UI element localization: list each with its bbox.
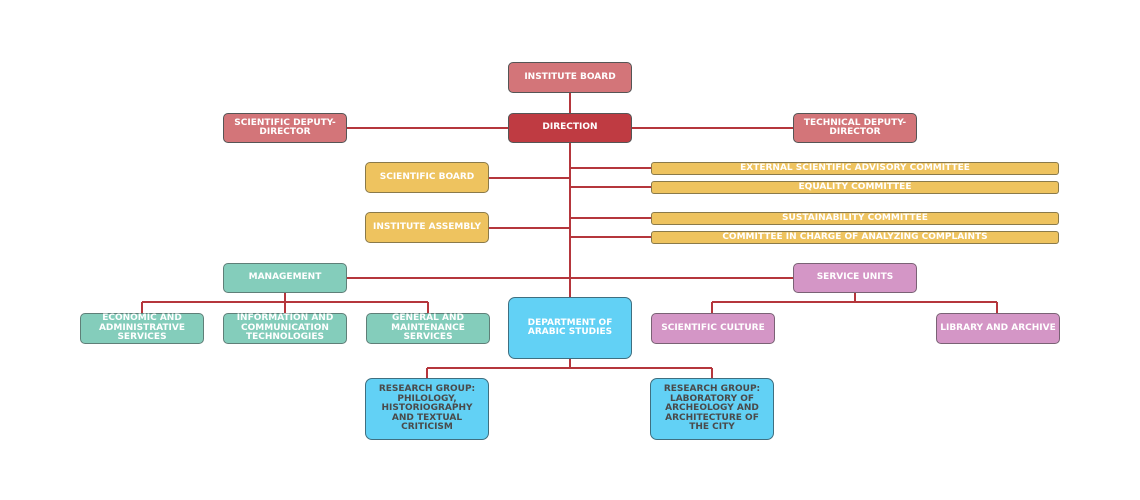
service-child-label: LIBRARY AND ARCHIVE <box>940 322 1056 333</box>
service-units-label: SERVICE UNITS <box>816 272 894 283</box>
committee-label: EQUALITY COMMITTEE <box>798 181 912 192</box>
direction-box: DIRECTION <box>508 113 632 143</box>
committee-bar: SUSTAINABILITY COMMITTEE <box>651 212 1059 225</box>
service-units-box: SERVICE UNITS <box>793 263 917 293</box>
research-group-box: RESEARCH GROUP: PHILOLOGY, HISTORIOGRAPH… <box>365 378 489 440</box>
technical-deputy-label: TECHNICAL DEPUTY-DIRECTOR <box>803 117 907 137</box>
service-child-box: SCIENTIFIC CULTURE <box>651 313 775 344</box>
management-child-box: ECONOMIC AND ADMINISTRATIVE SERVICES <box>80 313 204 344</box>
committee-label: EXTERNAL SCIENTIFIC ADVISORY COMMITTEE <box>740 162 970 173</box>
management-child-box: GENERAL AND MAINTENANCE SERVICES <box>366 313 490 344</box>
scientific-deputy-box: SCIENTIFIC DEPUTY-DIRECTOR <box>223 113 347 143</box>
committee-label: COMMITTEE IN CHARGE OF ANALYZING COMPLAI… <box>722 231 988 242</box>
institute-board-label: INSTITUTE BOARD <box>524 71 616 82</box>
direction-label: DIRECTION <box>542 122 598 133</box>
research-group-label: RESEARCH GROUP: LABORATORY OF ARCHEOLOGY… <box>663 384 761 433</box>
research-group-box: RESEARCH GROUP: LABORATORY OF ARCHEOLOGY… <box>650 378 774 440</box>
technical-deputy-box: TECHNICAL DEPUTY-DIRECTOR <box>793 113 917 143</box>
institute-assembly-box: INSTITUTE ASSEMBLY <box>365 212 489 243</box>
committee-label: SUSTAINABILITY COMMITTEE <box>782 212 928 223</box>
institute-assembly-label: INSTITUTE ASSEMBLY <box>372 221 482 232</box>
department-box: DEPARTMENT OF ARABIC STUDIES <box>508 297 632 359</box>
scientific-board-label: SCIENTIFIC BOARD <box>379 171 475 182</box>
institute-board-box: INSTITUTE BOARD <box>508 62 632 93</box>
service-child-label: SCIENTIFIC CULTURE <box>661 322 765 333</box>
scientific-board-box: SCIENTIFIC BOARD <box>365 162 489 193</box>
committee-bar: EQUALITY COMMITTEE <box>651 181 1059 194</box>
committee-bar: COMMITTEE IN CHARGE OF ANALYZING COMPLAI… <box>651 231 1059 244</box>
service-child-box: LIBRARY AND ARCHIVE <box>936 313 1060 344</box>
department-label: DEPARTMENT OF ARABIC STUDIES <box>527 317 613 337</box>
management-child-label: GENERAL AND MAINTENANCE SERVICES <box>391 313 465 343</box>
committee-bar: EXTERNAL SCIENTIFIC ADVISORY COMMITTEE <box>651 162 1059 175</box>
research-group-label: RESEARCH GROUP: PHILOLOGY, HISTORIOGRAPH… <box>378 384 476 433</box>
management-label: MANAGEMENT <box>248 272 322 283</box>
scientific-deputy-label: SCIENTIFIC DEPUTY-DIRECTOR <box>234 117 336 137</box>
management-child-box: INFORMATION AND COMMUNICATION TECHNOLOGI… <box>223 313 347 344</box>
management-child-label: INFORMATION AND COMMUNICATION TECHNOLOGI… <box>236 313 334 343</box>
management-child-label: ECONOMIC AND ADMINISTRATIVE SERVICES <box>98 313 186 343</box>
management-box: MANAGEMENT <box>223 263 347 293</box>
